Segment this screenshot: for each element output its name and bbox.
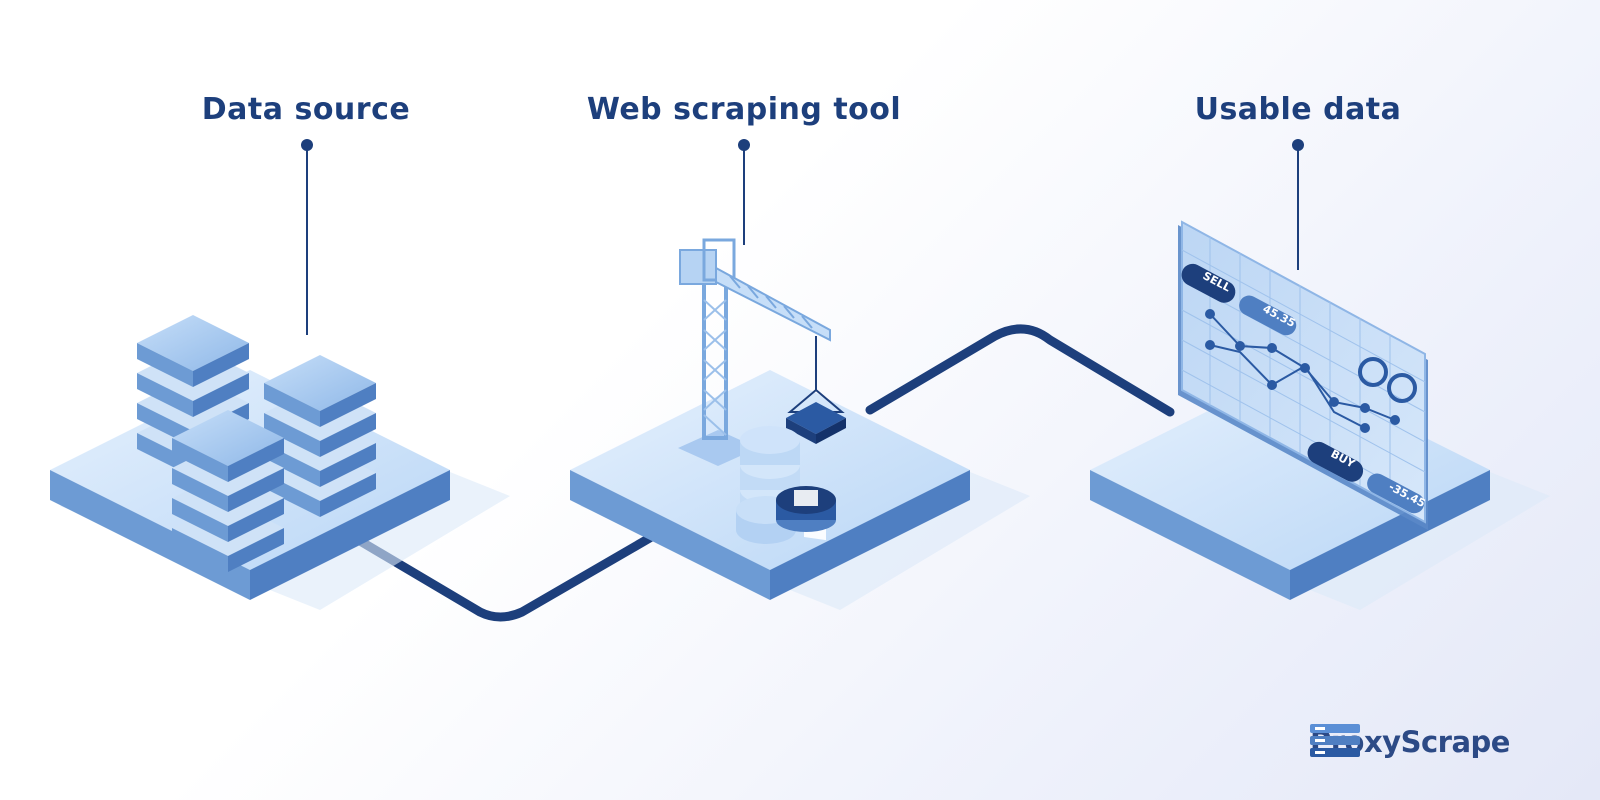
label-scraping-tool: Web scraping tool [586, 92, 902, 127]
pin-data-source [301, 139, 313, 335]
server-rack-icon [137, 315, 376, 572]
label-usable-data: Usable data [1194, 92, 1402, 127]
pin-usable-data [1292, 139, 1304, 270]
connector-cable [350, 324, 1175, 622]
database-stack-icon [736, 426, 836, 544]
trading-chart-icon: SELL 45.35 BUY -35.45 [1178, 220, 1428, 530]
proxyscrape-logo-icon [1310, 724, 1360, 757]
label-data-source: Data source [201, 92, 411, 127]
brand-logo: ProxyScrape [1310, 724, 1510, 760]
pin-scraping-tool [738, 139, 750, 245]
crane-icon [678, 238, 845, 466]
